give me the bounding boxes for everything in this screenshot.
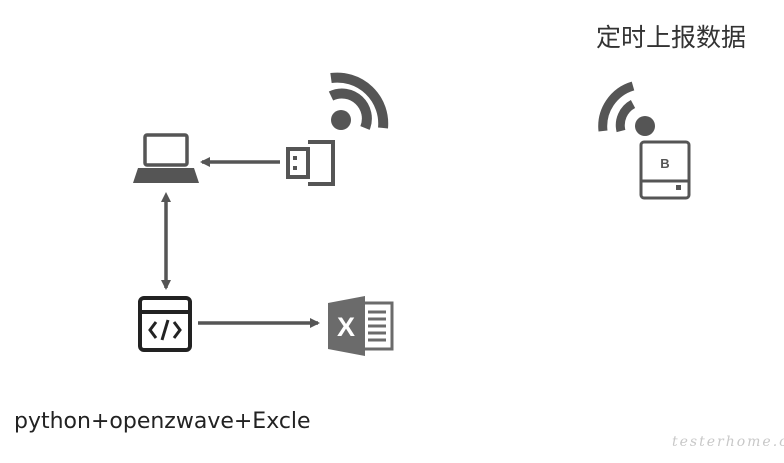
caption-text: python+openzwave+Excle [14,409,311,434]
wifi-signal-icon [328,72,389,130]
usb-dongle-icon [286,140,335,186]
excel-icon: X [328,296,394,356]
laptop-icon [133,133,199,183]
page-title: 定时上报数据 [596,23,747,52]
device-b-label: B [660,156,669,171]
device-b-icon: B [639,140,691,200]
watermark-text: testerhome.com [672,434,784,450]
excel-letter: X [337,312,355,342]
code-window-icon [138,296,192,352]
wifi-signal-device-icon [598,81,655,136]
